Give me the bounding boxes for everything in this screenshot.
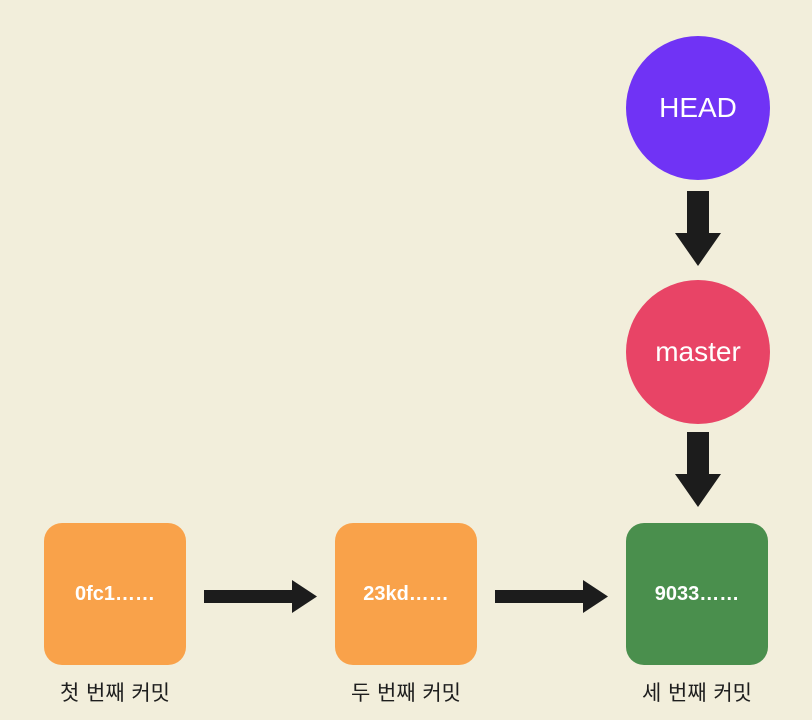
arrow-commit-1-to-commit-2 <box>204 580 317 613</box>
head-label: HEAD <box>659 92 737 123</box>
arrow-master-to-commit-3 <box>675 432 721 507</box>
commit-2: 23kd…… <box>335 523 477 665</box>
commit-1: 0fc1…… <box>44 523 186 665</box>
head-pointer: HEAD <box>626 36 770 180</box>
arrow-commit-2-to-commit-3 <box>495 580 608 613</box>
commit-1-caption: 첫 번째 커밋 <box>60 681 170 705</box>
arrow-head-to-master <box>675 191 721 266</box>
commit-1-hash: 0fc1…… <box>74 582 156 605</box>
commit-2-hash: 23kd…… <box>363 582 449 605</box>
commit-3-caption: 세 번째 커밋 <box>642 681 752 705</box>
commit-3-hash: 9033…… <box>654 582 740 605</box>
master-branch: master <box>626 280 770 424</box>
master-label: master <box>655 336 741 367</box>
commit-3: 9033…… <box>626 523 768 665</box>
commit-2-caption: 두 번째 커밋 <box>351 681 461 705</box>
